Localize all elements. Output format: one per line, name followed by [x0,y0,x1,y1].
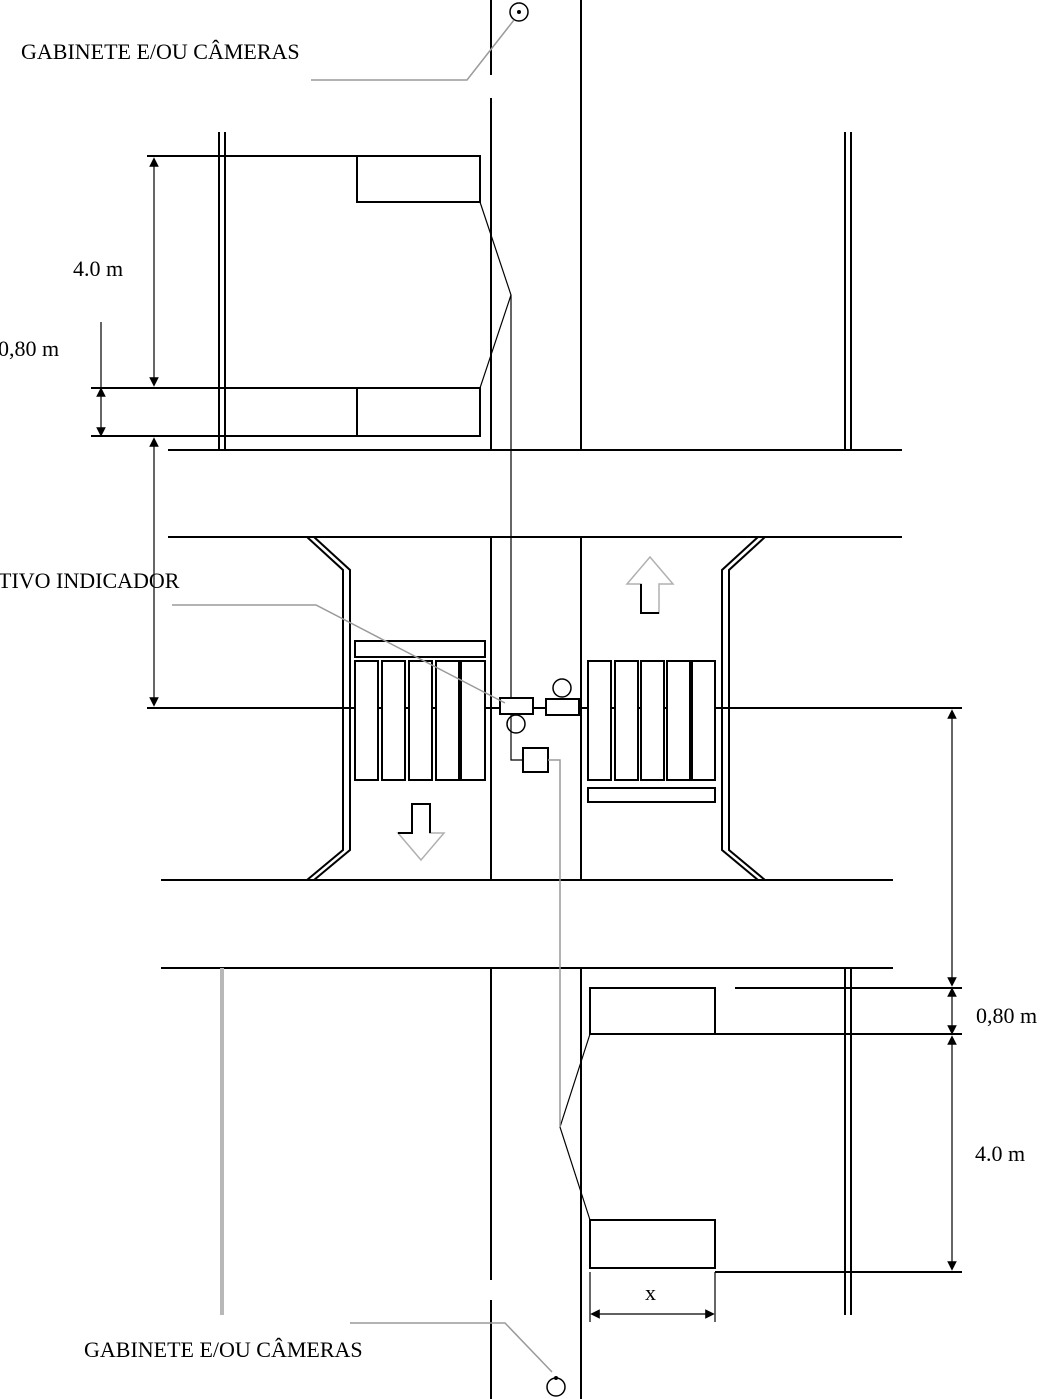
camera-icon [509,2,529,22]
loop-bottom-1 [589,987,716,1035]
label-indicator: TIVO INDICADOR [0,568,180,593]
curb-left [306,536,351,881]
sensor-circle-icon [506,714,526,734]
cross-street-lower [161,879,893,969]
loop-detectors-top [91,155,512,698]
dim-label-top-gap: 0,80 m [0,336,59,361]
indicator-device-left [499,697,534,715]
dim-label-x: x [645,1280,656,1305]
dim-label-top-loop: 4.0 m [73,256,123,281]
sensor-circle-icon [552,678,572,698]
dimension-x: x [589,1272,716,1322]
loop-bottom-2 [589,1219,716,1269]
crosswalk-right [587,660,716,803]
label-cabinet-top: GABINETE E/OU CÂMERAS [21,39,300,64]
controller-box [522,747,549,773]
dimension-top: 4.0 m 0,80 m [0,157,159,707]
dim-label-bottom-loop: 4.0 m [975,1141,1025,1166]
dim-label-bottom-gap: 0,80 m [976,1003,1037,1028]
central-equipment [499,678,580,1127]
cross-street-upper [168,449,902,538]
loop-top-2 [356,387,481,437]
camera-icon [546,1377,566,1397]
arrow-down-icon [396,803,446,862]
dimension-bottom: 0,80 m 4.0 m [947,709,1037,1271]
crosswalk-left [354,640,486,781]
loop-top-1 [356,155,481,203]
indicator-device-right [545,698,580,716]
cabinet-camera-top: GABINETE E/OU CÂMERAS [21,2,529,81]
cabinet-camera-bottom: GABINETE E/OU CÂMERAS [84,1322,566,1397]
label-cabinet-bottom: GABINETE E/OU CÂMERAS [84,1337,363,1362]
loop-detectors-bottom [559,987,962,1273]
arrow-up-icon [625,555,675,614]
sidewalk-edges [218,132,852,1315]
curb-right [721,536,766,881]
